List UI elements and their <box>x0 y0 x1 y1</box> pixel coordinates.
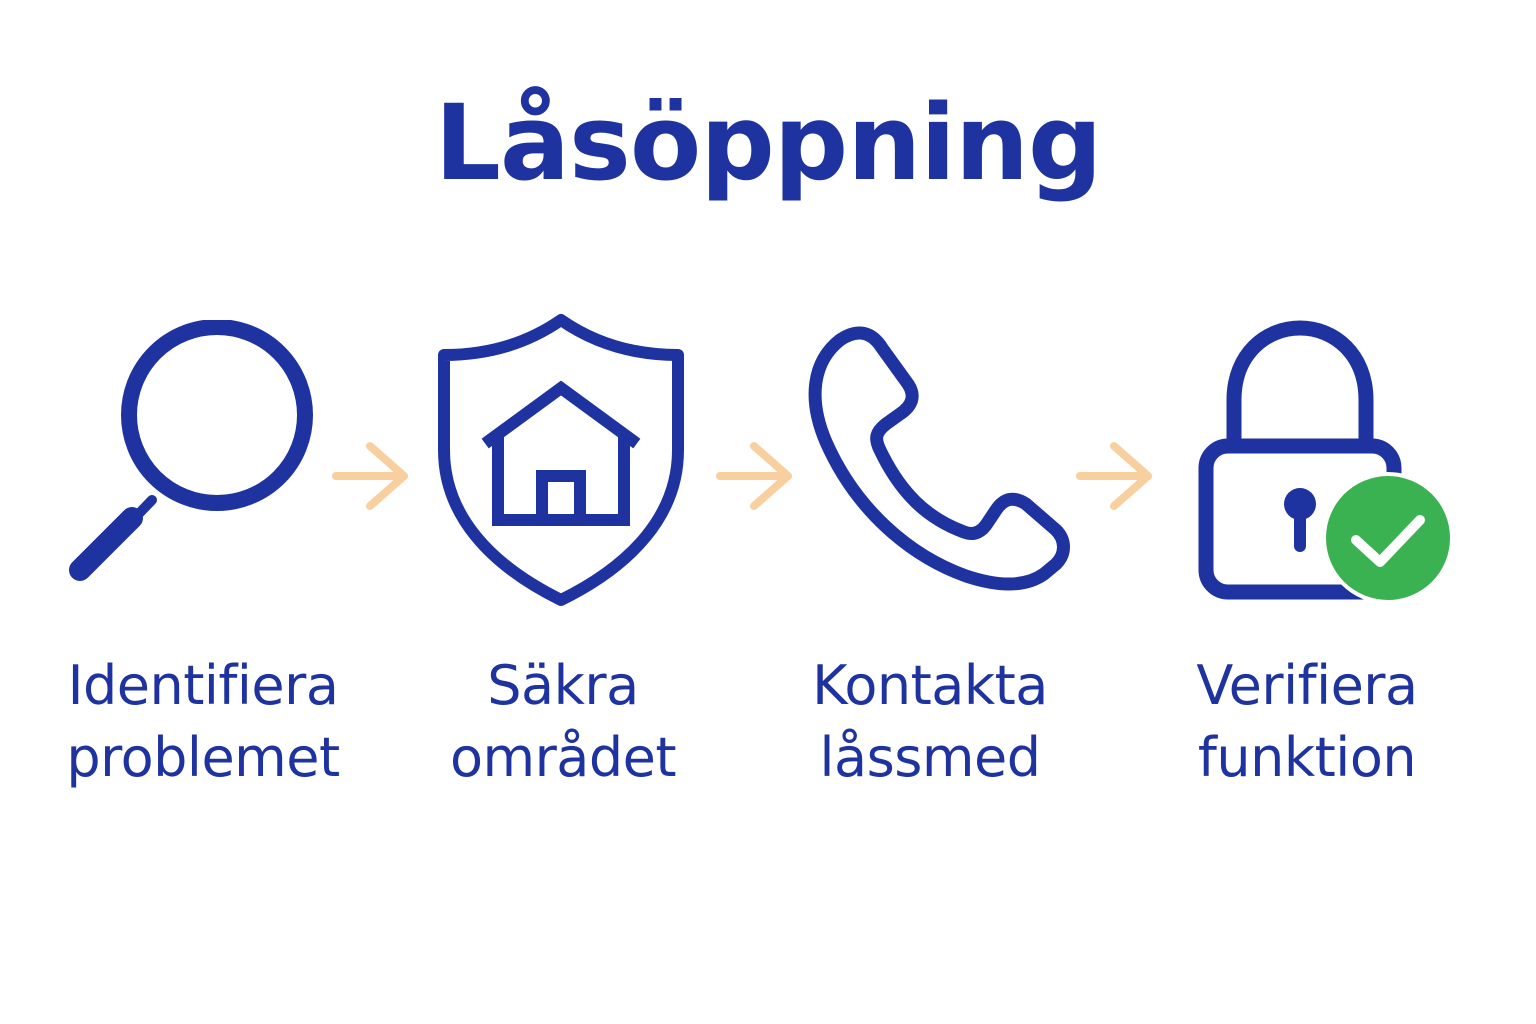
step-label-line: Identifiera <box>67 654 339 717</box>
step-label-line: låssmed <box>819 726 1041 789</box>
arrow-right-icon <box>716 442 792 510</box>
check-badge-icon <box>1326 476 1450 600</box>
step-label-secure: Säkra området <box>383 650 743 794</box>
magnifier-icon <box>69 320 313 581</box>
shield-house-icon <box>438 314 684 606</box>
arrow-right-icon <box>1076 442 1152 510</box>
step-label-line: området <box>449 726 677 789</box>
padlock-check-icon <box>1198 320 1454 604</box>
step-label-line: problemet <box>66 726 340 789</box>
step-label-identify: Identifiera problemet <box>23 650 383 794</box>
step-label-line: Säkra <box>487 654 639 717</box>
page-title: Låsöppning <box>434 82 1103 204</box>
arrow-right-icon <box>332 442 408 510</box>
step-label-line: Kontakta <box>812 654 1048 717</box>
step-label-line: funktion <box>1197 726 1417 789</box>
step-label-verify: Verifiera funktion <box>1127 650 1487 794</box>
phone-icon <box>808 326 1070 591</box>
step-label-contact: Kontakta låssmed <box>750 650 1110 794</box>
step-label-line: Verifiera <box>1196 654 1418 717</box>
